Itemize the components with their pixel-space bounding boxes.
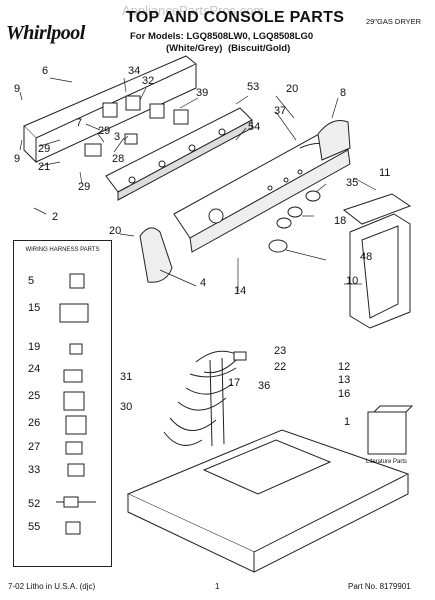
callout-11: 11 [379,167,391,179]
harness-part-15: 15 [28,302,41,314]
callout-9: 9 [14,83,21,95]
control-switches [84,95,189,157]
footer-part-number: Part No. 8179901 [348,582,411,591]
callout-22: 22 [274,361,287,373]
callout-7: 7 [76,117,83,129]
callout-39: 39 [196,87,209,99]
harness-part-52: 52 [28,498,41,510]
wiring-harness-box: WIRING HARNESS PARTS [13,240,112,567]
callout-32: 32 [142,75,155,87]
wiring-box-title: WIRING HARNESS PARTS [25,247,100,253]
callout-54: 54 [248,121,261,133]
dryer-type: 29"GAS DRYER [366,17,422,26]
literature-label: Literature Parts [366,459,408,465]
wiring-harness [163,350,247,447]
callout-10: 10 [346,275,359,287]
callout-34: 34 [128,65,141,77]
callout-12: 12 [338,361,351,373]
console-frame [342,193,412,329]
footer-page-number: 1 [215,582,220,591]
harness-part-19: 19 [28,341,41,353]
callout-6: 6 [42,65,49,77]
harness-part-33: 33 [28,464,41,476]
callout-21: 21 [38,161,51,173]
callout-3: 3 [114,131,121,143]
callout-14: 14 [234,285,247,297]
callout-2: 2 [52,211,59,223]
callout-4: 4 [200,277,207,289]
callout-30: 30 [120,401,133,413]
literature-packet [367,405,414,455]
callout-23: 23 [274,345,287,357]
harness-part-25: 25 [28,390,41,402]
callout-36: 36 [258,380,271,392]
harness-part-27: 27 [28,441,41,453]
callout-29: 29 [98,125,111,137]
harness-part-24: 24 [28,363,41,375]
end-cap-right [317,120,351,161]
callout-13: 13 [338,374,351,386]
callout-29: 29 [78,181,91,193]
leader-lines [19,77,377,292]
callout-37: 37 [274,105,287,117]
callout-53: 53 [247,81,260,93]
callout-31: 31 [120,371,133,383]
console-front [173,127,351,253]
color-biscuit-gold: (Biscuit/Gold) [228,43,291,54]
dryer-top [126,429,410,573]
footer-litho: 7-02 Litho in U.S.A. (djc) [8,582,96,591]
knobs [268,190,321,253]
callout-1: 1 [344,416,351,428]
callout-28: 28 [112,153,125,165]
harness-part-5: 5 [28,275,35,287]
callout-20: 20 [286,83,299,95]
color-white-grey: (White/Grey) [166,43,223,54]
callout-16: 16 [338,388,351,400]
brand-logo: Whirlpool [6,22,85,44]
control-panel-strip [105,107,253,201]
harness-part-55: 55 [28,521,41,533]
callout-20: 20 [109,225,122,237]
callout-35: 35 [346,177,359,189]
watermark: AppliancePartsPros.com [122,3,265,18]
callout-48: 48 [360,251,373,263]
callout-17: 17 [228,377,241,389]
callout-8: 8 [340,87,347,99]
end-cap-left [139,227,173,283]
harness-part-sketches [56,273,96,535]
callout-29: 29 [38,143,51,155]
page-title: TOP AND CONSOLE PARTS [126,9,345,26]
callout-9: 9 [14,153,21,165]
model-list: For Models: LGQ8508LW0, LGQ8508LG0 [130,31,314,42]
harness-part-26: 26 [28,417,41,429]
callout-18: 18 [334,215,347,227]
